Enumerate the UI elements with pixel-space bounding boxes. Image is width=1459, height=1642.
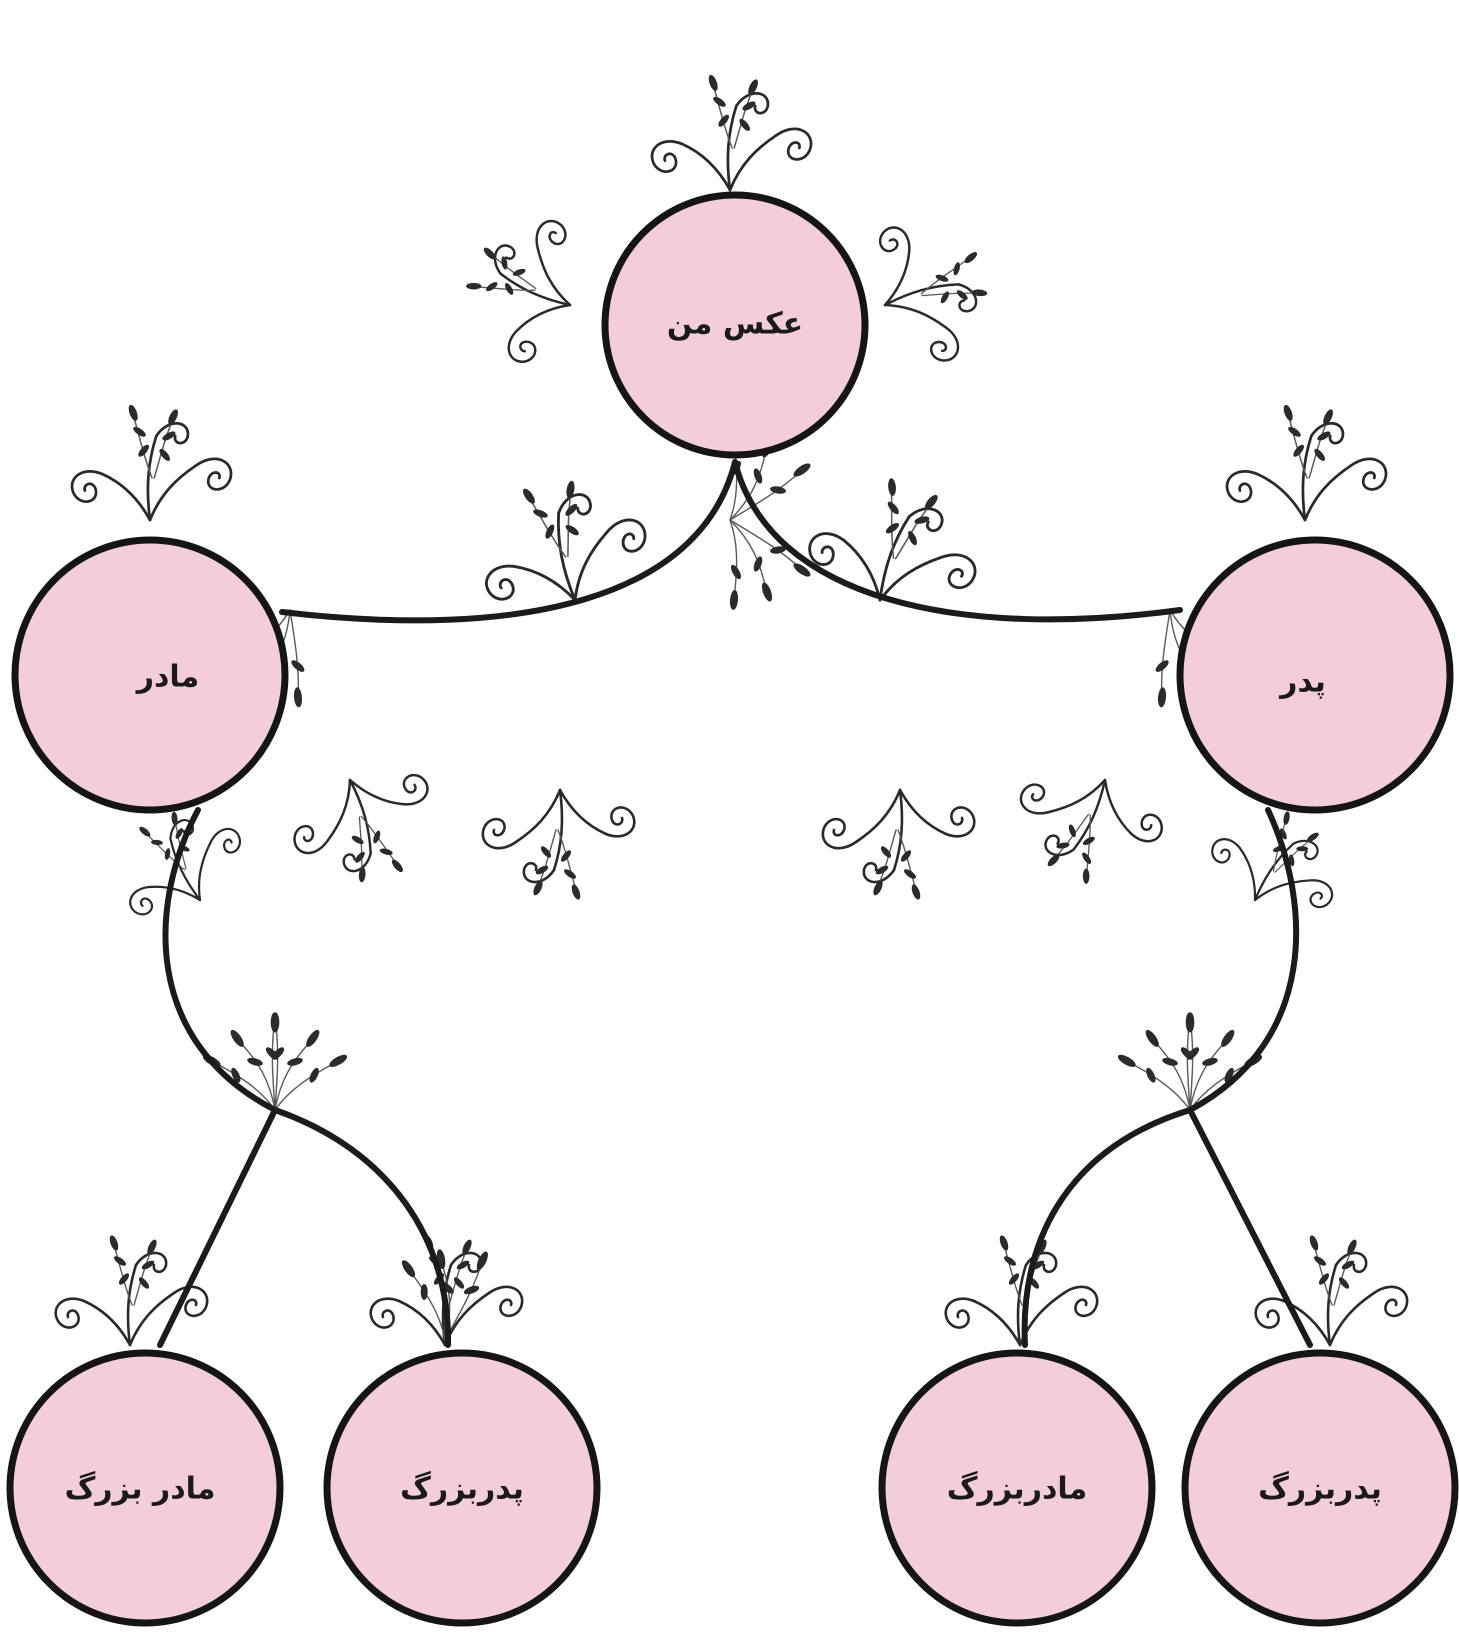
connector-junction-maternal-grandfather: [275, 1110, 448, 1345]
node-father: پدر: [1180, 540, 1450, 810]
node-maternal-grandfather: پدربزرگ: [327, 1353, 597, 1623]
node-mother-label: مادر: [135, 660, 200, 695]
node-maternal-grandfather-label: پدربزرگ: [400, 1471, 524, 1507]
connector-junction-maternal-grandmother: [160, 1110, 275, 1345]
node-paternal-grandmother-label: مادربزرگ: [947, 1471, 1087, 1507]
node-paternal-grandfather: پدربزرگ: [1185, 1353, 1455, 1623]
node-mother: مادر: [15, 540, 285, 810]
connector-junction-paternal-grandfather: [1190, 1110, 1310, 1345]
connector-junction-paternal-grandmother: [1025, 1110, 1190, 1345]
node-maternal-grandmother: مادر بزرگ: [10, 1353, 280, 1623]
node-paternal-grandmother: مادربزرگ: [882, 1353, 1152, 1623]
node-me-label: عکس من: [667, 307, 803, 342]
node-father-label: پدر: [1278, 665, 1326, 700]
node-paternal-grandfather-label: پدربزرگ: [1258, 1471, 1382, 1507]
node-maternal-grandmother-label: مادر بزرگ: [65, 1471, 216, 1507]
node-me: عکس من: [605, 195, 865, 455]
connector-me-father: [735, 462, 1180, 619]
